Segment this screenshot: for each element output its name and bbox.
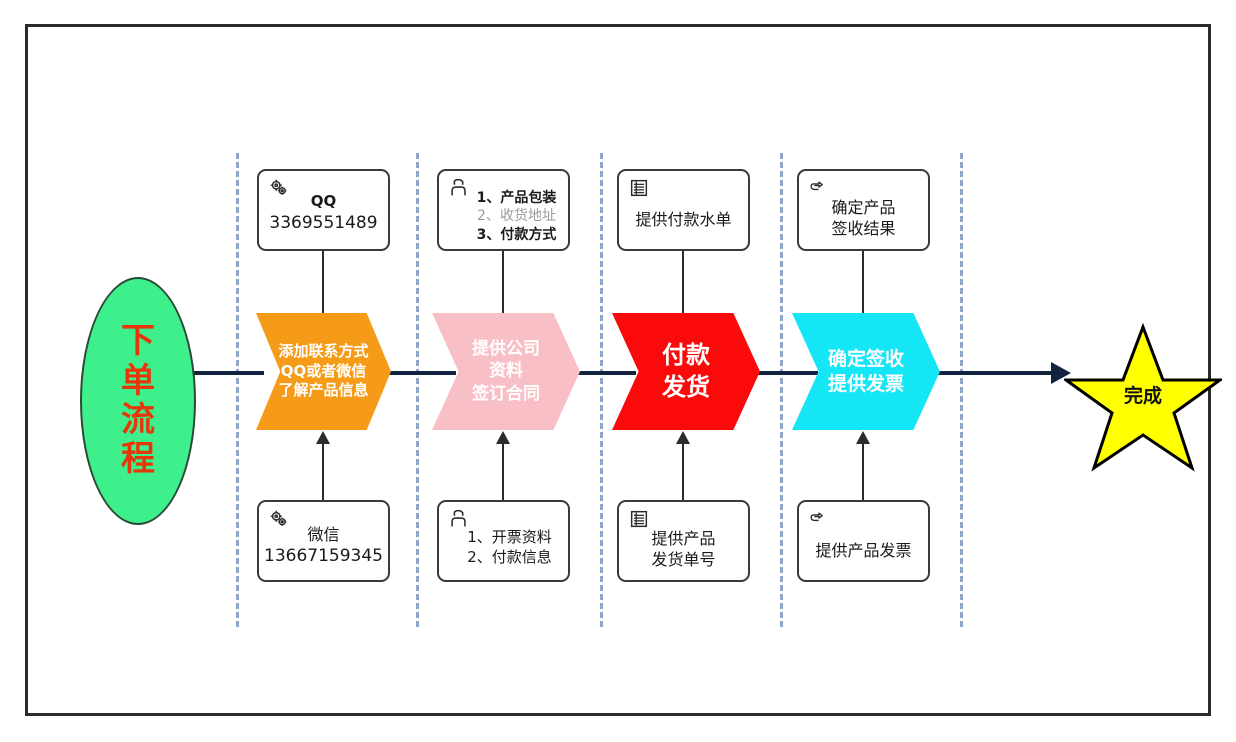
connector-stage-3-top <box>682 251 684 326</box>
pointing-hand-icon <box>808 177 830 199</box>
arrow-up-stage-3-bottom-icon <box>676 431 690 444</box>
stage-1-top-line-1: QQ <box>310 192 337 210</box>
stage-4-bottom-box[interactable]: 提供产品发票 <box>797 500 930 582</box>
start-char-2: 单 <box>121 360 155 401</box>
stage-1-chevron-line-2: QQ或者微信 <box>280 361 367 380</box>
start-node[interactable]: 下 单 流 程 <box>80 277 196 525</box>
stage-2-chevron-line-2: 资料 <box>489 361 523 382</box>
stage-2-bottom-box-text: 1、开票资料 2、付款信息 <box>439 528 568 568</box>
column-separator-4 <box>780 153 783 627</box>
stage-2-top-line-3: 3、付款方式 <box>476 226 557 243</box>
column-separator-2 <box>416 153 419 627</box>
spine-start-to-stage1 <box>146 371 264 375</box>
stage-4-chevron-label: 确定签收 提供发票 <box>828 347 904 396</box>
stage-3-bottom-line-2: 发货单号 <box>651 550 716 570</box>
stage-1-chevron-line-3: 了解产品信息 <box>278 381 369 400</box>
stage-4-top-line-2: 签收结果 <box>831 219 896 239</box>
gears-icon <box>268 177 290 199</box>
finish-node[interactable]: 完成 <box>1064 323 1222 473</box>
start-char-4: 程 <box>121 439 155 480</box>
stage-3-bottom-box[interactable]: 提供产品 发货单号 <box>617 500 750 582</box>
arrow-up-stage-4-bottom-icon <box>856 431 870 444</box>
stage-3-chevron-line-2: 发货 <box>662 372 710 401</box>
pointing-hand-icon <box>808 508 830 530</box>
document-lines-icon <box>628 508 650 530</box>
arrow-up-stage-1-bottom-icon <box>316 431 330 444</box>
start-char-3: 流 <box>121 400 155 440</box>
person-icon <box>448 508 470 530</box>
stage-3-top-box-text: 提供付款水单 <box>619 209 748 230</box>
stage-2-top-line-2: 2、收货地址 <box>477 208 556 225</box>
stage-2-bottom-box[interactable]: 1、开票资料 2、付款信息 <box>437 500 570 582</box>
stage-2-top-box[interactable]: 1、产品包装 2、收货地址 3、付款方式 <box>437 169 570 251</box>
start-char-1: 下 <box>121 321 155 362</box>
spine-stage4-to-finish <box>912 371 1052 375</box>
finish-node-label: 完成 <box>1123 385 1162 407</box>
stage-3-top-box[interactable]: 提供付款水单 <box>617 169 750 251</box>
column-separator-3 <box>600 153 603 627</box>
spine-stage1-to-stage2 <box>368 371 456 375</box>
stage-4-bottom-box-text: 提供产品发票 <box>799 540 928 561</box>
connector-stage-4-top <box>862 251 864 326</box>
connector-stage-3-bottom <box>682 442 684 501</box>
person-icon <box>448 177 470 199</box>
connector-stage-1-top <box>322 251 324 326</box>
diagram-frame: 下 单 流 程 <box>25 24 1222 716</box>
connector-stage-1-bottom <box>322 442 324 501</box>
connector-stage-4-bottom <box>862 442 864 501</box>
stage-1-bottom-box-text: 微信 13667159345 <box>259 524 388 568</box>
stage-3-chevron-label: 付款 发货 <box>662 340 710 402</box>
stage-2-top-box-text: 1、产品包装 2、收货地址 3、付款方式 <box>439 189 568 244</box>
stage-3-bottom-line-1: 提供产品 <box>651 529 716 548</box>
stage-1-top-box[interactable]: QQ 3369551489 <box>257 169 390 251</box>
document-lines-icon <box>628 177 650 199</box>
stage-3-bottom-box-text: 提供产品 发货单号 <box>619 528 748 570</box>
connector-stage-2-top <box>502 251 504 326</box>
stage-4-chevron-line-1: 确定签收 <box>827 347 904 370</box>
column-separator-5 <box>960 153 963 627</box>
column-separator-1 <box>236 153 239 627</box>
connector-stage-2-bottom <box>502 442 504 501</box>
arrow-up-stage-2-bottom-icon <box>496 431 510 444</box>
stage-1-bottom-line-2: 13667159345 <box>264 546 383 567</box>
stage-1-top-box-text: QQ 3369551489 <box>259 192 388 234</box>
stage-2-chevron-line-3: 签订合同 <box>472 383 540 404</box>
stage-3-chevron-line-1: 付款 <box>662 341 710 370</box>
stage-4-chevron-line-2: 提供发票 <box>827 372 904 395</box>
stage-1-chevron-label: 添加联系方式 QQ或者微信 了解产品信息 <box>278 342 368 401</box>
stage-2-chevron-line-1: 提供公司 <box>472 339 540 360</box>
spine-stage2-to-stage3 <box>550 371 636 375</box>
stage-2-bottom-line-2: 2、付款信息 <box>467 547 552 566</box>
stage-4-bottom-line-1: 提供产品发票 <box>815 541 912 560</box>
stage-2-top-line-1: 1、产品包装 <box>476 190 557 206</box>
stage-2-bottom-line-1: 1、开票资料 <box>467 528 552 546</box>
stage-1-bottom-line-1: 微信 <box>307 525 340 544</box>
gears-icon <box>268 508 290 530</box>
start-node-label: 下 单 流 程 <box>121 321 155 480</box>
stage-4-top-line-1: 确定产品 <box>831 198 896 217</box>
stage-4-top-box[interactable]: 确定产品 签收结果 <box>797 169 930 251</box>
stage-1-chevron-line-1: 添加联系方式 <box>278 342 369 361</box>
star-icon <box>1064 323 1222 472</box>
stage-3-top-line-1: 提供付款水单 <box>635 210 732 229</box>
stage-1-chevron[interactable]: 添加联系方式 QQ或者微信 了解产品信息 <box>256 313 391 430</box>
stage-1-bottom-box[interactable]: 微信 13667159345 <box>257 500 390 582</box>
stage-1-top-line-2: 3369551489 <box>269 212 378 233</box>
spine-stage3-to-stage4 <box>732 371 818 375</box>
stage-2-chevron-label: 提供公司 资料 签订合同 <box>472 338 540 404</box>
stage-4-top-box-text: 确定产品 签收结果 <box>799 197 928 239</box>
